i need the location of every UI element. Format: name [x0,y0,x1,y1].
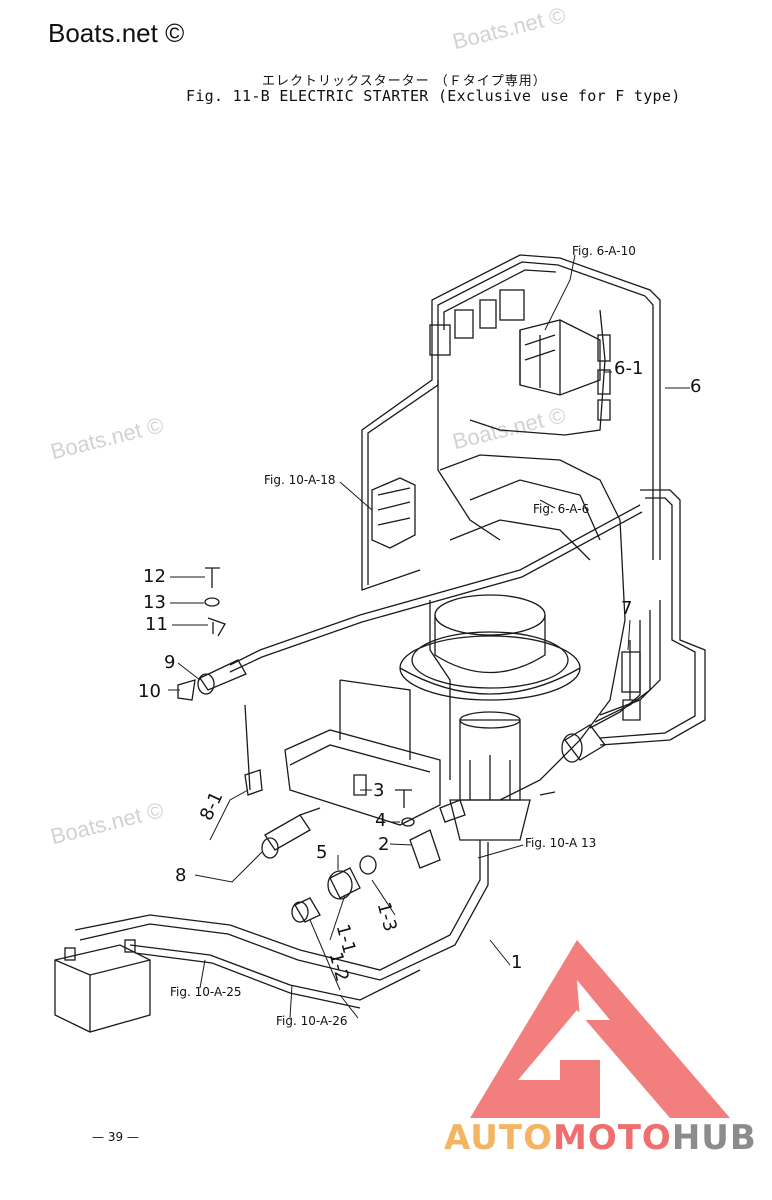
ref-label: Fig. 6-A-6 [533,502,590,516]
neutral-switch [244,704,321,859]
brand-wordmark: AUTOMOTOHUB [444,1118,757,1158]
brand-part-auto: AUTO [444,1118,553,1158]
ref-label: Fig. 10-A-18 [264,473,336,487]
part-number: 12 [143,566,166,587]
connector-plugs [429,289,611,421]
base-tray [284,679,441,826]
battery [54,939,151,1033]
flywheel [399,594,581,701]
coil-pack [371,477,416,549]
ref-label: Fig. 10-A-26 [276,1014,348,1028]
ref-label: Fig. 10-A-25 [170,985,242,999]
solenoid-plug [561,651,641,763]
brand-part-moto: MOTO [552,1118,672,1158]
part-number: 2 [378,834,390,855]
wiring-bracket [361,254,661,591]
ref-label: Fig. 6-A-10 [572,244,636,258]
bolts-washers [327,774,556,900]
part-number: 1 [511,952,523,973]
cable-9 [197,504,643,695]
part-number: 9 [164,652,176,673]
part-number: 5 [316,842,328,863]
part-number: 10 [138,681,161,702]
page-title: Fig. 11-B ELECTRIC STARTER (Exclusive us… [186,87,681,105]
engine-block [429,454,626,801]
starter-motor [449,711,531,841]
part-number: 6 [690,376,702,397]
part-number: 13 [143,592,166,613]
terminal-caps [291,897,321,923]
harness-right [589,489,706,746]
part-number: 6-1 [614,358,644,379]
part-number: 4 [375,810,387,831]
ref-label: Fig. 10-A 13 [525,836,597,850]
corner-watermark: Boats.net © [48,18,185,48]
part-number: 11 [145,614,168,635]
relay-box [519,319,601,396]
small-parts [177,567,226,701]
brand-part-hub: HUB [671,1118,757,1158]
title-japanese: エレクトリックスターター （Ｆタイプ専用） [262,74,547,89]
figure-name: ELECTRIC STARTER (Exclusive use for F ty… [279,87,681,105]
leader-lines [168,254,690,1019]
part-number: 7 [621,598,633,619]
part-number: 3 [373,780,385,801]
figure-number: Fig. 11-B [186,87,270,105]
battery-cable [74,840,489,1009]
page-number: — 39 — [92,1130,139,1144]
part-number: 8 [175,865,187,886]
